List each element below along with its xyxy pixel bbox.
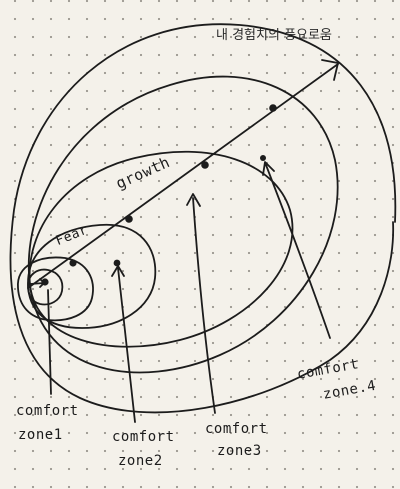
zone3-label-line2: zone3: [217, 443, 262, 459]
node-zone3: [201, 161, 209, 169]
growth-axis: [27, 63, 339, 289]
zone3-label-line1: comfort: [205, 421, 268, 437]
pointer-zone3: [186, 193, 216, 414]
korean-caption: 내 경험치의 풍요로움: [216, 28, 332, 43]
zone2-label-line2: zone2: [118, 453, 163, 469]
pointer-zone4: [262, 161, 331, 339]
outer-loop: [9, 23, 397, 414]
pointer-dot-zone4: [260, 155, 266, 161]
node-zone2: [125, 215, 133, 223]
fear-ring: [17, 256, 94, 322]
node-zone4: [269, 104, 277, 112]
growth-arrowhead: [321, 59, 339, 81]
pointer-zone1: [47, 289, 52, 395]
zone1-label-line1: comfort: [16, 403, 79, 419]
node-fear: [69, 259, 77, 267]
zone1-label-line2: zone1: [18, 427, 63, 443]
zone2-label-line1: comfort: [112, 429, 175, 445]
fear-arrow: [29, 278, 45, 288]
pointer-dot-zone2: [113, 259, 121, 267]
pointer-zone2: [111, 265, 136, 423]
zone3-ellipse: [28, 150, 294, 348]
zone4-ellipse: [27, 75, 339, 374]
zone1-circle: [27, 268, 64, 306]
zone2-ellipse: [27, 223, 157, 329]
